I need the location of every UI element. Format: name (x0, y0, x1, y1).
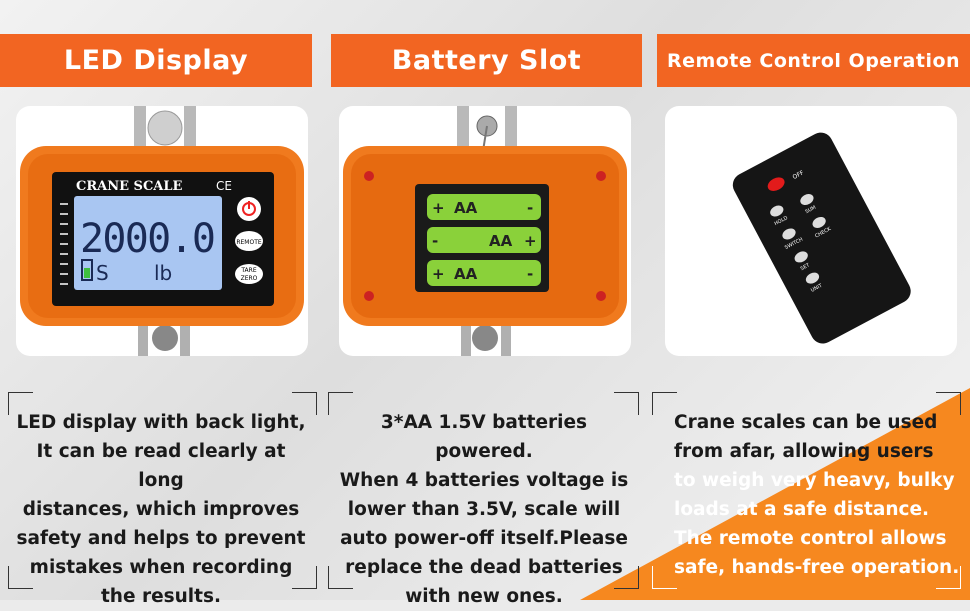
remote-switch-button (782, 228, 796, 240)
remote-description-line: loads at a safe distance. (674, 499, 930, 520)
screw-bottom-left (364, 291, 374, 301)
zero-label: ZERO (241, 275, 258, 282)
header-led-display: LED Display (0, 34, 312, 87)
lcd-screen (74, 196, 222, 290)
battery-3-plus: + (432, 265, 445, 283)
battery-description-line: replace the dead batteries (345, 557, 623, 578)
remote-off-label: OFF (792, 169, 806, 181)
lcd-mode: S (96, 261, 109, 285)
remote-check-button (812, 216, 826, 228)
shackle-left-bar (457, 106, 469, 156)
remote-body (732, 132, 911, 344)
battery-level-fill (84, 268, 90, 278)
battery-2-minus: - (432, 232, 438, 250)
remote-sum-button (800, 194, 814, 206)
battery-1-minus: - (527, 199, 533, 217)
crane-scale-display-image: CRANE SCALE CE 2000.0 S lb REMOTE TARE Z… (20, 106, 304, 356)
remote-description-line: The remote control allows (674, 528, 947, 549)
led-description-line: It can be read clearly at long (36, 441, 286, 491)
tare-label: TARE (240, 267, 256, 274)
remote-button-label: REMOTE (236, 239, 262, 246)
remote-hold-button (770, 205, 784, 217)
battery-description: 3*AA 1.5V batteries powered. When 4 batt… (334, 408, 634, 607)
battery-1-label: AA (454, 199, 478, 217)
remote-off-button (767, 177, 785, 191)
header-led-label: LED Display (63, 45, 249, 76)
led-description-line: LED display with back light, (16, 412, 306, 433)
side-ticks (60, 203, 68, 285)
battery-slot-image: + AA - - AA + + AA - (343, 106, 627, 356)
battery-3-minus: - (527, 265, 533, 283)
battery-description-line: 3*AA 1.5V batteries powered. (380, 412, 588, 462)
battery-description-line: lower than 3.5V, scale will (347, 499, 621, 520)
remote-description-line: Crane scales can be used (674, 412, 938, 433)
remote-control-card: OFF HOLD SUM SWITCH CHECK SET UNIT (665, 106, 957, 356)
tare-zero-button (235, 264, 263, 284)
remote-unit-button (805, 272, 820, 284)
screw-top-left (364, 171, 374, 181)
led-description-line: distances, which improves (22, 499, 300, 520)
remote-set-button (794, 251, 808, 263)
remote-description: Crane scales can be used from afar, allo… (674, 408, 960, 578)
led-description: LED display with back light, It can be r… (12, 408, 310, 607)
led-display-card: CRANE SCALE CE 2000.0 S lb REMOTE TARE Z… (16, 106, 308, 356)
battery-description-line: When 4 batteries voltage is (339, 470, 629, 491)
header-remote-control: Remote Control Operation (657, 34, 970, 87)
battery-1-plus: + (432, 199, 445, 217)
shackle-bolt (147, 110, 183, 146)
remote-description-line: safe, hands-free operation. (674, 557, 960, 578)
battery-2-plus: + (524, 232, 537, 250)
remote-button (235, 231, 263, 251)
hook-eye (152, 325, 178, 351)
remote-control-image: OFF HOLD SUM SWITCH CHECK SET UNIT (732, 132, 911, 344)
header-remote-label: Remote Control Operation (666, 49, 961, 72)
battery-3 (427, 260, 541, 286)
battery-slot-card: + AA - - AA + + AA - (339, 106, 631, 356)
screw-bottom-right (596, 291, 606, 301)
battery-2-label: AA (489, 232, 513, 250)
battery-2 (427, 227, 541, 253)
led-description-line: mistakes when recording (29, 557, 293, 578)
hook-left-bar (138, 318, 148, 356)
led-description-line: the results. (100, 586, 222, 607)
remote-description-line: to weigh very heavy, bulky (674, 470, 955, 491)
header-battery-slot: Battery Slot (331, 34, 642, 87)
led-description-line: safety and helps to prevent (16, 528, 306, 549)
lcd-unit: lb (154, 261, 172, 285)
shackle-right-bar (505, 106, 517, 156)
remote-sum-label: SUM (805, 205, 818, 216)
battery-description-line: auto power-off itself.Please (340, 528, 628, 549)
screw-top-right (596, 171, 606, 181)
remote-description-line: from afar, allowing users (674, 441, 934, 462)
battery-3-label: AA (454, 265, 478, 283)
hook-right-bar (180, 318, 190, 356)
scale-brand-label: CRANE SCALE (76, 179, 183, 194)
shackle-left-bar (134, 106, 146, 156)
shackle-right-bar (184, 106, 196, 156)
remote-set-label: SET (800, 262, 812, 272)
remote-unit-label: UNIT (810, 282, 824, 293)
battery-1 (427, 194, 541, 220)
ce-mark: CE (216, 179, 232, 193)
battery-description-line: with new ones. (405, 586, 563, 607)
lcd-reading: 2000.0 (80, 216, 216, 262)
header-battery-label: Battery Slot (391, 45, 582, 76)
battery-level-icon (81, 259, 93, 281)
hook-eye (472, 325, 498, 351)
